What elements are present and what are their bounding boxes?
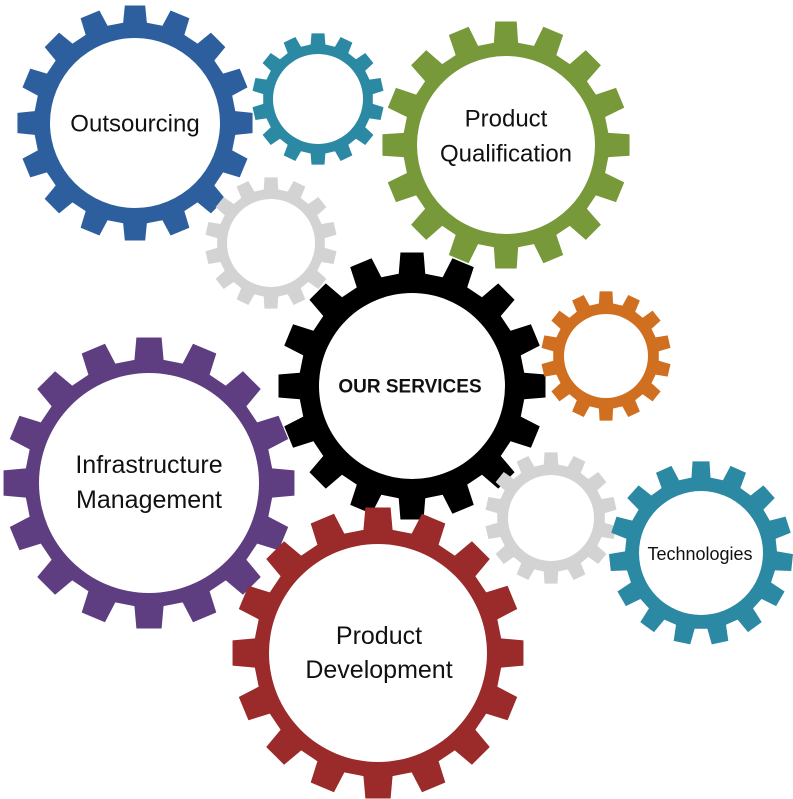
- gear-small-gray-bottom: [485, 452, 617, 584]
- gear-technologies: Technologies: [609, 461, 793, 645]
- gear-product-qualification-label-line-1: Product: [465, 106, 548, 133]
- gear-small-teal: [252, 33, 384, 165]
- gear-product-development: Product Development: [232, 507, 524, 799]
- gear-infrastructure-management-shape: [3, 337, 295, 629]
- gear-small-gray-top-shape: [205, 177, 337, 309]
- gear-small-gray-top: [205, 177, 337, 309]
- center-title: OUR SERVICES: [338, 377, 481, 398]
- gear-small-teal-shape: [252, 33, 384, 165]
- gear-product-qualification: Product Qualification: [382, 21, 630, 269]
- gear-technologies-shape: [609, 461, 793, 645]
- gear-small-gray-bottom-shape: [485, 452, 617, 584]
- gear-infrastructure-management: Infrastructure Management: [3, 337, 295, 629]
- gear-product-development-label-line-2: Development: [305, 656, 452, 684]
- gear-product-development-label-line-1: Product: [336, 622, 422, 650]
- gear-small-orange-shape: [541, 291, 671, 421]
- gear-outsourcing: Outsourcing: [17, 5, 253, 241]
- gear-outsourcing-label: Outsourcing: [70, 111, 199, 138]
- gear-product-qualification-label-line-2: Qualification: [440, 141, 572, 168]
- gear-infrastructure-management-label-line-1: Infrastructure: [75, 451, 222, 479]
- gear-infrastructure-management-label-line-2: Management: [76, 486, 222, 514]
- gear-center: OUR SERVICES: [278, 252, 546, 520]
- gear-small-orange: [541, 291, 671, 421]
- gear-product-development-shape: [232, 507, 524, 799]
- gear-center-shape: [278, 252, 546, 520]
- gear-technologies-label: Technologies: [647, 544, 752, 564]
